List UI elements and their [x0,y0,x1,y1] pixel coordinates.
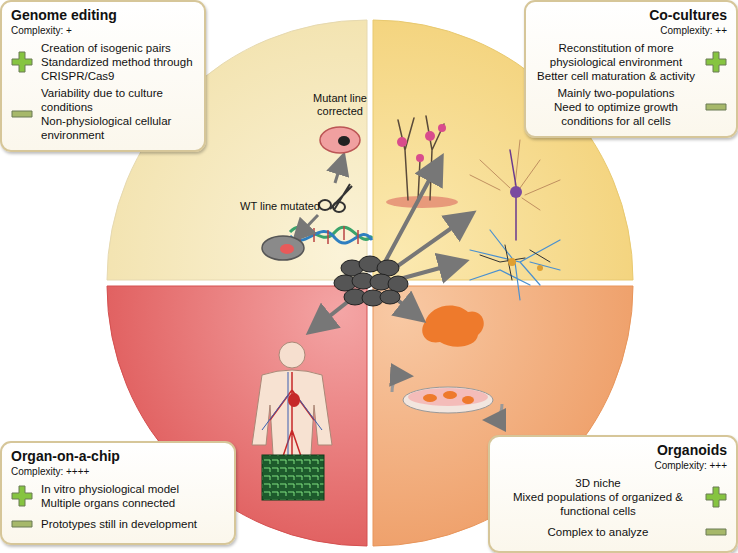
minus-group: Complex to analyze [499,521,727,543]
drawback-text: Variability due to culture conditions [41,86,195,114]
advantage-text: Multiple organs connected [41,496,225,510]
plus-group: Reconstitution of more physiological env… [535,41,727,83]
minus-group: Variability due to culture conditionsNon… [11,86,195,142]
method-box: Genome editingComplexity: + Creation of i… [0,0,206,152]
minus-group: Mainly two-populationsNeed to optimize g… [535,86,727,128]
box-title: Organ-on-a-chip [11,448,225,465]
complexity-text: Complexity: +++ [499,459,727,472]
box-title: Organoids [499,442,727,459]
method-box: OrganoidsComplexity: +++ 3D nicheMixed po… [488,435,738,553]
advantage-text: 3D niche [499,476,697,490]
advantage-text: Mixed populations of organized & functio… [499,490,697,518]
method-box: Co-culturesComplexity: ++ Reconstitution … [524,0,738,138]
minus-icon [705,96,727,118]
box-title: Co-cultures [535,7,727,24]
plus-icon [11,485,33,507]
minus-icon [705,521,727,543]
drawback-text: Mainly two-populations [535,86,697,100]
minus-icon [11,103,33,125]
minus-icon [11,513,33,535]
plus-group: In vitro physiological modelMultiple org… [11,482,225,510]
advantage-text: Creation of isogenic pairs [41,41,195,55]
advantage-text: In vitro physiological model [41,482,225,496]
method-box: Organ-on-a-chipComplexity: ++++ In vitro … [0,441,236,545]
plus-icon [705,51,727,73]
advantage-text: Standardized method through CRISPR/Cas9 [41,55,195,83]
complexity-text: Complexity: ++++ [11,465,225,478]
drawback-text: Non-physiological cellular environment [41,114,195,142]
minus-group: Prototypes still in development [11,513,225,535]
plus-group: Creation of isogenic pairsStandardized m… [11,41,195,83]
advantage-text: Reconstitution of more physiological env… [535,41,697,69]
complexity-text: Complexity: ++ [535,24,727,37]
plus-icon [705,486,727,508]
advantage-text: Better cell maturation & activity [535,69,697,83]
cell-line-label: WT line mutated [238,200,322,213]
box-title: Genome editing [11,7,195,24]
plus-group: 3D nicheMixed populations of organized &… [499,476,727,518]
complexity-text: Complexity: + [11,24,195,37]
plus-icon [11,51,33,73]
drawback-text: Prototypes still in development [41,517,225,531]
cell-line-label: Mutant line corrected [292,92,388,118]
drawback-text: Need to optimize growth conditions for a… [535,100,697,128]
drawback-text: Complex to analyze [499,525,697,539]
